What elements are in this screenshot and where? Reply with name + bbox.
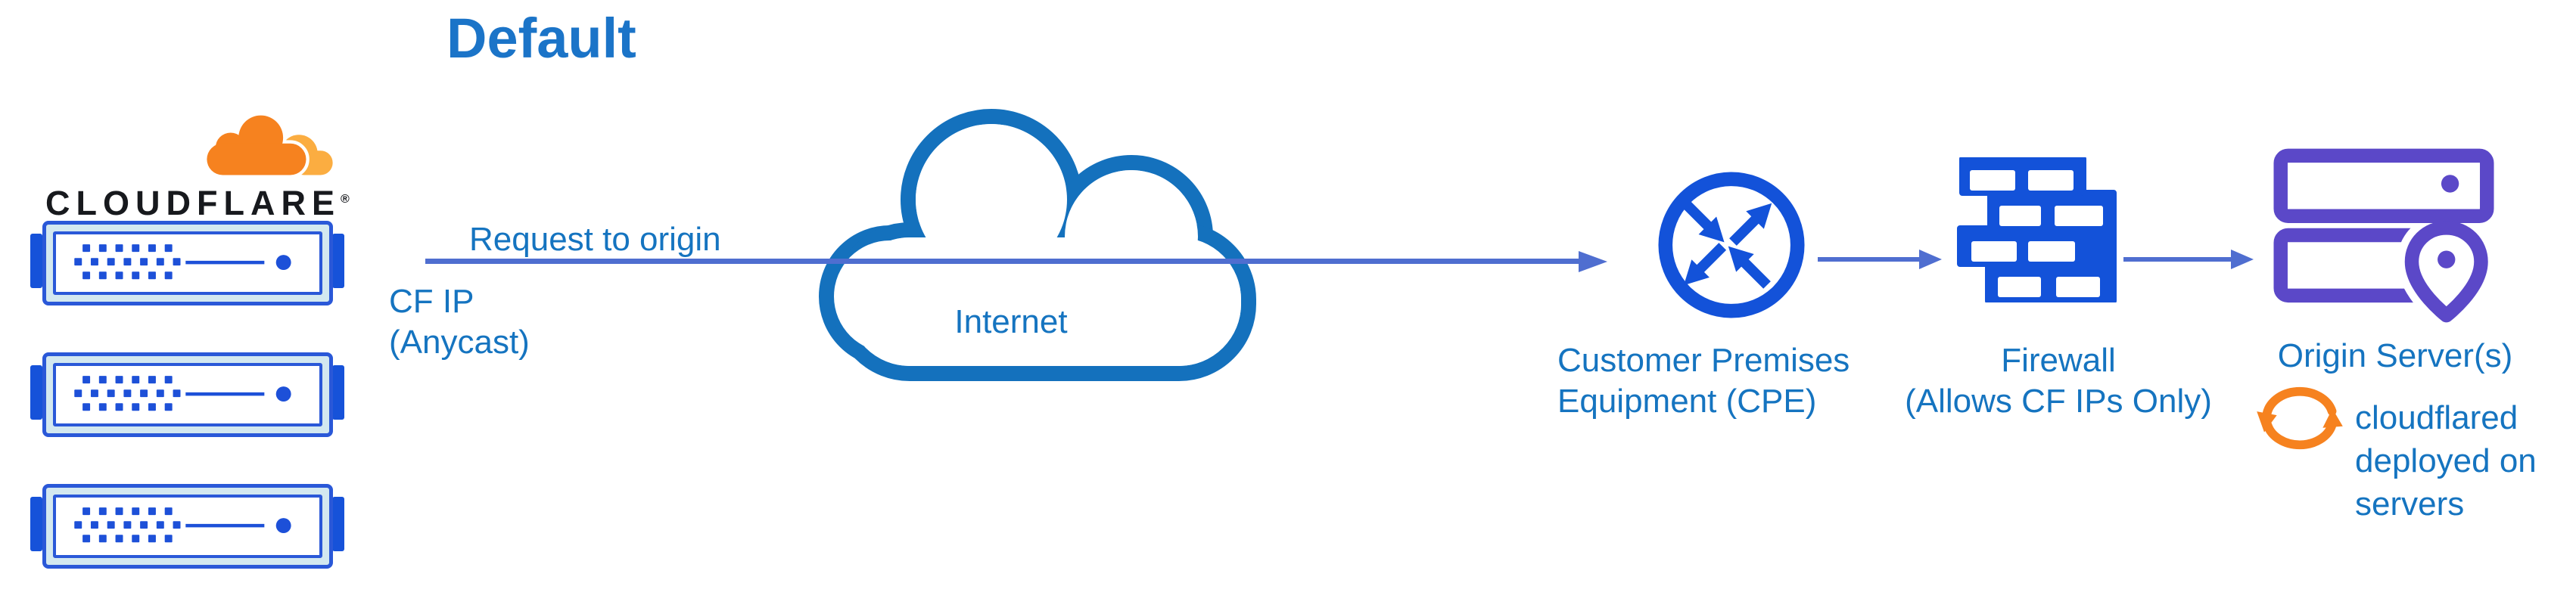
request-flow-arrowhead	[1579, 251, 1607, 272]
server-side-tab	[332, 497, 344, 551]
registered-mark: ®	[340, 193, 350, 206]
cloudflare-server-rack-2	[30, 352, 344, 451]
request-flow-line	[425, 259, 1579, 264]
cpe-label: Customer Premises Equipment (CPE)	[1557, 340, 1850, 422]
origin-server-location-icon	[2273, 148, 2494, 325]
server-front-panel-graphic	[74, 244, 291, 280]
cloudflare-wordmark: CLOUDFLARE®	[45, 184, 350, 223]
logo-main-cloud	[207, 115, 306, 175]
server-side-tab	[332, 365, 344, 420]
location-pin	[2397, 221, 2494, 325]
server-side-tab	[30, 234, 42, 288]
cpe-to-firewall-arrow	[1818, 257, 1919, 262]
firewall-to-origin-arrow	[2123, 257, 2231, 262]
server-side-tab	[332, 234, 344, 288]
cpe-label-line1: Customer Premises	[1557, 342, 1850, 379]
cloudflare-server-rack-1	[30, 221, 344, 319]
firewall-label-line2: (Allows CF IPs Only)	[1905, 383, 2212, 420]
cpe-router-arrows-icon	[1658, 172, 1805, 318]
cf-ip-line1: CF IP	[389, 283, 474, 320]
cloudflared-sync-arrows-icon	[2257, 386, 2343, 450]
cloud-interior	[834, 124, 1241, 366]
origin-server-label: Origin Server(s)	[2277, 337, 2513, 374]
cpe-to-firewall-arrowhead	[1919, 250, 1942, 269]
server-side-tab	[30, 365, 42, 420]
cloudflare-cloud-logo-icon	[204, 112, 333, 178]
request-to-origin-label: Request to origin	[469, 221, 721, 258]
server-front-panel-graphic	[74, 376, 291, 411]
server-chassis	[42, 484, 333, 569]
server-front-panel	[53, 495, 322, 558]
server-base	[54, 436, 319, 448]
internet-label: Internet	[954, 303, 1068, 340]
cpe-label-line2: Equipment (CPE)	[1557, 383, 1817, 420]
cloudflare-brand-text: CLOUDFLARE	[45, 184, 341, 222]
server-chassis	[42, 221, 333, 305]
router-arrows	[1682, 200, 1772, 289]
cloudflared-note-line2: deployed on	[2355, 442, 2537, 479]
cf-ip-line2: (Anycast)	[389, 324, 530, 361]
cloudflared-note-line1: cloudflared	[2355, 399, 2518, 436]
server-chassis	[42, 352, 333, 437]
sync-arrowheads	[2257, 408, 2343, 433]
server-front-panel-graphic	[74, 507, 291, 543]
server-side-tab	[30, 497, 42, 551]
firewall-label-line1: Firewall	[2001, 342, 2116, 379]
cloudflared-note-line3: servers	[2355, 485, 2465, 523]
brick-wall-silhouette	[1957, 157, 2117, 302]
server-front-panel	[53, 363, 322, 426]
server-front-panel	[53, 231, 322, 295]
server-base	[54, 304, 319, 316]
firewall-to-origin-arrowhead	[2231, 250, 2254, 269]
cf-ip-anycast-label: CF IP (Anycast)	[389, 281, 530, 363]
cloudflared-note: cloudflared deployed on servers	[2355, 396, 2537, 526]
brick-holes	[1970, 170, 2103, 297]
sync-arcs	[2262, 386, 2337, 450]
firewall-label: Firewall (Allows CF IPs Only)	[1888, 340, 2229, 422]
server-base	[54, 567, 319, 579]
firewall-brick-wall-icon	[1957, 157, 2117, 302]
origin-server-racks	[2273, 148, 2494, 303]
internet-cloud-icon	[819, 109, 1256, 381]
cloudflare-server-rack-3	[30, 484, 344, 582]
diagram-title: Default	[446, 7, 636, 70]
